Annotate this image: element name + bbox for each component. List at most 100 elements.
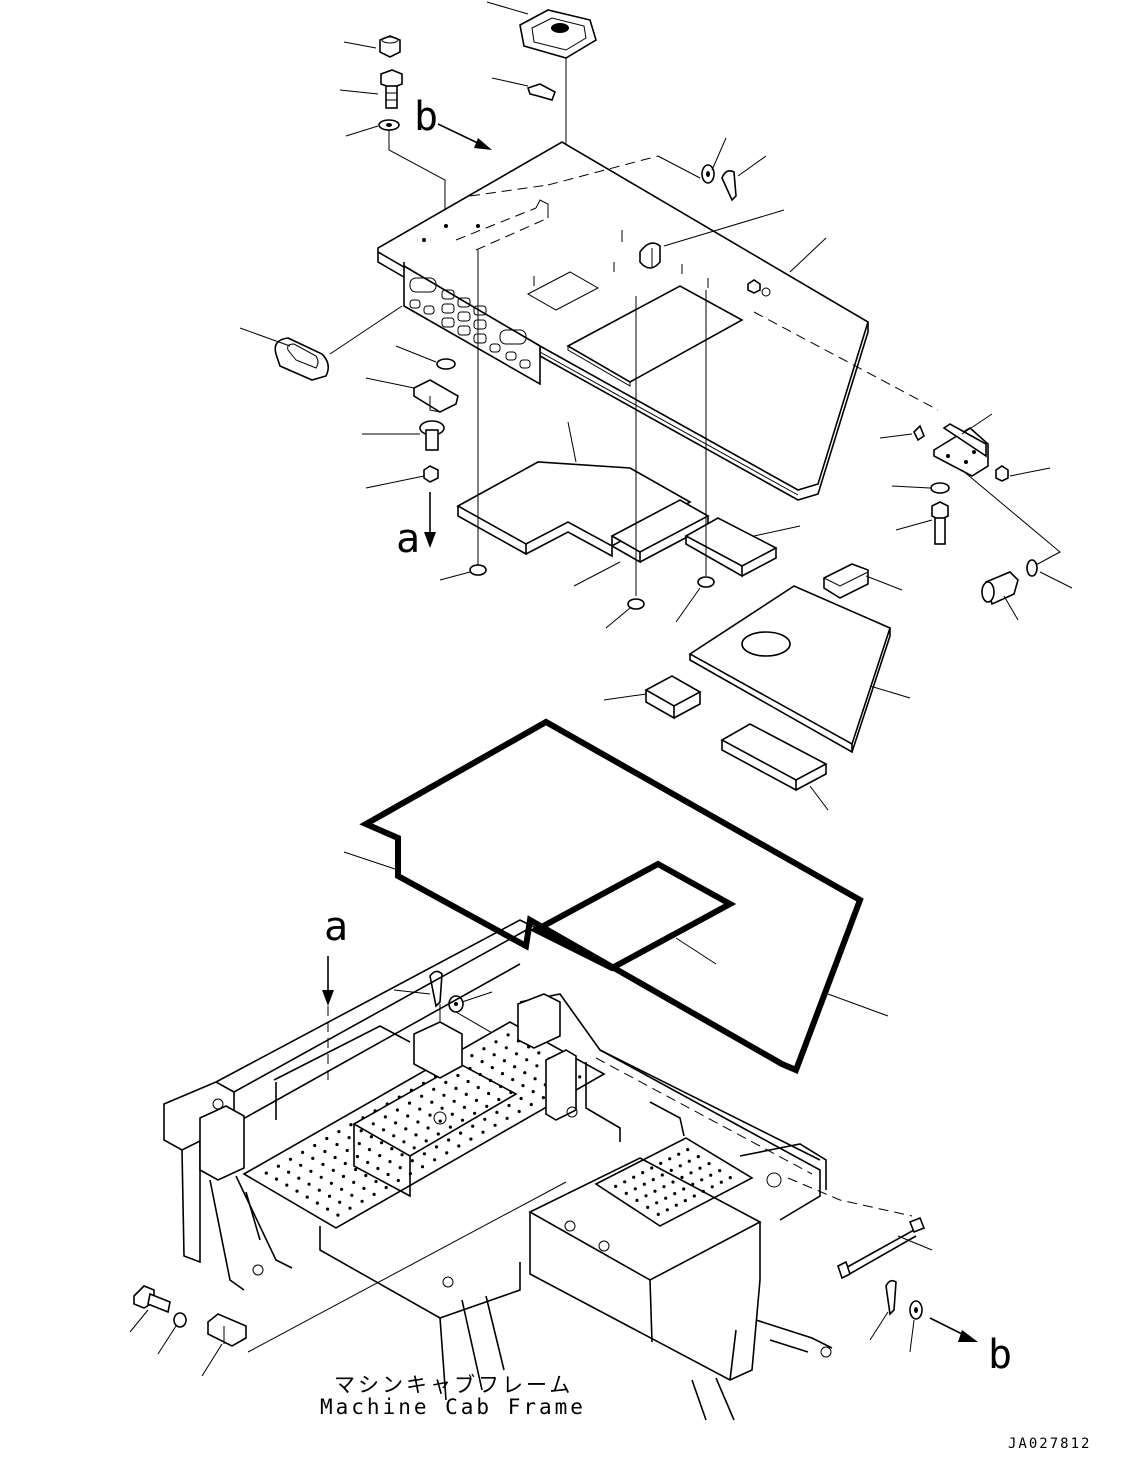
perforation-dot <box>533 1077 537 1081</box>
perforation-dot <box>438 1119 442 1123</box>
perforation-dot <box>380 1141 384 1145</box>
perforation-dot <box>340 1187 344 1191</box>
perforation-dot <box>371 1122 375 1126</box>
perforation-dot <box>535 1064 539 1068</box>
perforation-dot <box>452 1099 456 1103</box>
perforation-dot <box>274 1177 279 1181</box>
perforation-dot <box>578 1075 582 1079</box>
perforation-dot <box>506 1033 510 1037</box>
perforation-dot <box>317 1188 321 1192</box>
perforation-dot <box>494 1040 498 1044</box>
perforation-dot <box>338 1200 342 1204</box>
perforation-dot <box>471 1124 475 1128</box>
perforation-dot <box>482 1047 486 1051</box>
perforation-dot <box>364 1173 368 1178</box>
perforation-dot <box>376 1166 380 1171</box>
side-vent-slots <box>409 277 531 369</box>
perforation-dot <box>447 1138 451 1142</box>
perforation-dot <box>671 1180 675 1184</box>
perforation-dot <box>341 1174 346 1178</box>
perforation-dot <box>728 1176 732 1180</box>
perforation-dot <box>392 1134 396 1138</box>
perforation-dot <box>469 1137 473 1141</box>
frame-caption-english: Machine Cab Frame <box>320 1395 586 1419</box>
perforation-dot <box>420 1165 425 1169</box>
perforation-dot <box>523 1071 527 1075</box>
bolt-part <box>380 69 403 109</box>
perforation-dot <box>416 1120 420 1124</box>
perforation-dot <box>404 1127 408 1131</box>
perforation-dot <box>481 1130 485 1134</box>
perforation-dot <box>686 1148 690 1152</box>
perforation-dot <box>707 1162 711 1166</box>
perforation-dot <box>480 1060 484 1064</box>
nut-part <box>379 35 401 58</box>
perforation-dot <box>507 1103 511 1108</box>
perforation-dot <box>288 1157 293 1161</box>
perforation-dot <box>682 1187 686 1191</box>
perforation-dot <box>407 1101 412 1105</box>
perforation-dot <box>440 1106 444 1110</box>
perforation-dot <box>514 1052 519 1056</box>
perforation-dot <box>299 1163 303 1167</box>
perforation-dot <box>354 1167 358 1172</box>
perforation-dot <box>434 1145 439 1149</box>
perforation-dot <box>673 1192 677 1196</box>
perforation-dot <box>400 1153 404 1157</box>
perforation-dot <box>350 1193 354 1197</box>
perforation-dot <box>285 1183 289 1187</box>
perforation-dot <box>511 1078 515 1082</box>
perforation-dot <box>653 1189 657 1193</box>
perforation-dot <box>641 1171 645 1175</box>
perforation-dot <box>525 1058 529 1062</box>
perforation-dot <box>336 1213 340 1217</box>
washer-part-10 <box>909 1300 923 1320</box>
perforation-dot <box>689 1171 693 1175</box>
perforation-dot <box>513 1065 517 1069</box>
machine-cab-frame-drawing <box>163 919 833 1421</box>
frame-caption-japanese: マシンキャブフレーム <box>334 1373 573 1397</box>
perforation-dot <box>624 1191 628 1195</box>
perforation-dot <box>454 1086 458 1090</box>
perforation-dot <box>635 1198 639 1202</box>
perforation-dot <box>327 1194 332 1198</box>
perforation-dot <box>698 1166 702 1170</box>
perforation-dot <box>678 1164 682 1168</box>
perforation-dot <box>646 1205 650 1209</box>
perforation-dot <box>680 1175 684 1179</box>
perforation-dot <box>383 1115 387 1119</box>
washer-part-3 <box>436 358 456 370</box>
perforation-dot <box>329 1181 333 1185</box>
perforation-dot <box>428 1113 432 1117</box>
perforation-dot <box>665 1208 669 1212</box>
perforation-dot <box>305 1195 309 1199</box>
perforation-dots <box>264 1033 582 1217</box>
perforation-dot <box>517 1109 521 1114</box>
perforation-dot <box>297 1176 301 1180</box>
perforation-dot <box>710 1185 714 1189</box>
small-pad-left <box>644 675 702 720</box>
perforation-dot <box>276 1164 280 1168</box>
perforation-dot <box>473 1111 477 1115</box>
nut-part-3 <box>995 465 1009 482</box>
perforation-dot <box>674 1203 678 1207</box>
perforation-dot <box>347 1136 351 1140</box>
washer-part-2 <box>701 164 715 184</box>
perforation-dot <box>655 1201 659 1205</box>
perforation-dot <box>366 1160 370 1165</box>
perforation-dot <box>301 1150 305 1154</box>
perforation-dot <box>709 1173 713 1177</box>
perforation-dot <box>357 1142 361 1146</box>
screw-part <box>913 424 925 442</box>
hinge-part <box>933 423 989 477</box>
perforation-dot <box>662 1185 666 1189</box>
nut-part-2 <box>423 465 439 483</box>
clip-pin-part-3 <box>885 1279 897 1316</box>
bolt-part-3 <box>981 571 1019 606</box>
perforation-dot <box>359 1129 363 1133</box>
perforation-dot <box>500 1072 505 1076</box>
perforation-dot <box>651 1178 655 1182</box>
view-label-a-top: a <box>396 516 420 562</box>
clip-pin-part <box>721 170 737 202</box>
